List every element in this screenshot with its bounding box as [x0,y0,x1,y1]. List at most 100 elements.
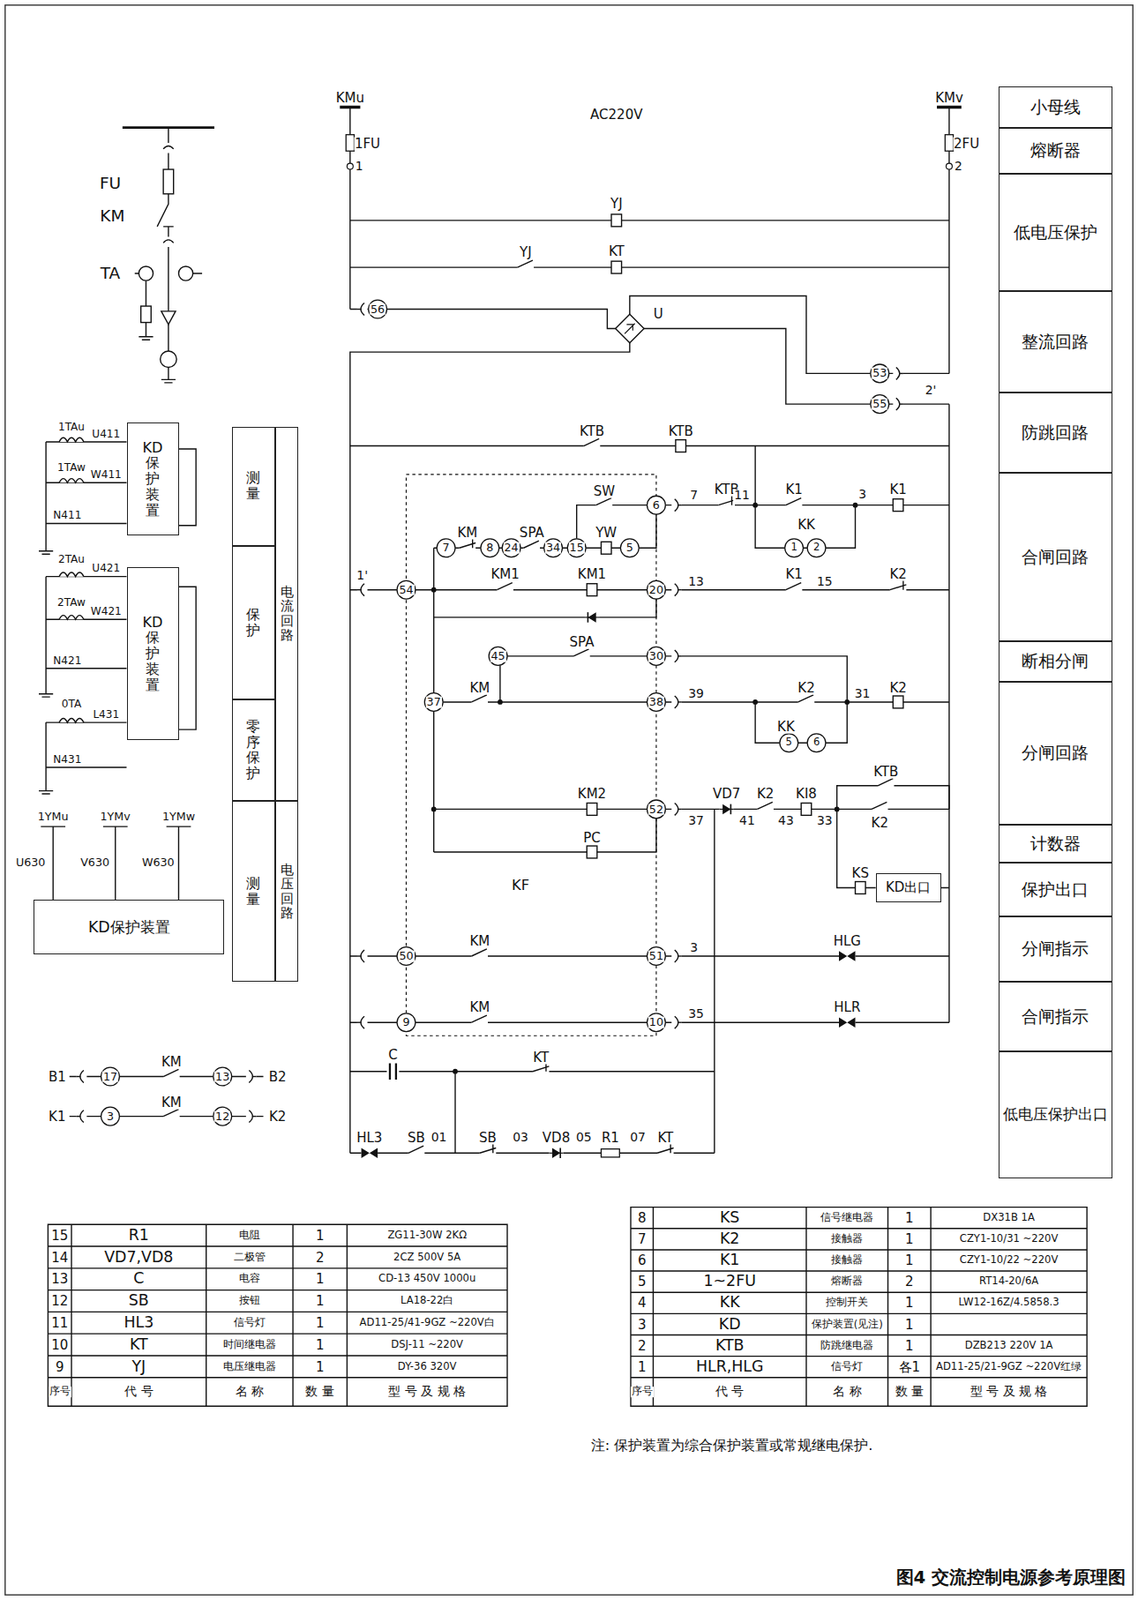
table-cell: HL3 [122,1315,155,1331]
part-label: N411 [52,509,83,521]
part-label: 35 [687,1008,705,1021]
table-cell: 1 [904,1339,915,1353]
table-cell: 熔断器 [830,1276,864,1288]
table-cell: 8 [636,1211,648,1225]
label-box: 分闸指示 [998,916,1114,982]
table-cell: YJ [130,1359,147,1375]
part-label: YJ [518,245,533,259]
part-label: 43 [777,815,795,828]
part-label: KT [607,244,626,258]
part-label: L431 [91,709,120,720]
part-label: KM1 [490,568,521,582]
table-cell: 1 [314,1228,326,1243]
label-box: 防跳回路 [998,392,1114,472]
part-label: K2 [870,816,890,830]
part-label: AC220V [589,107,644,121]
part-label: 3 [688,942,699,955]
part-label: B1 [47,1070,68,1084]
part-label: 2TAu [57,554,86,565]
table-cell: 二极管 [232,1252,267,1264]
table-cell: KTB [714,1338,746,1354]
table-cell: 数 量 [304,1385,335,1399]
label-text: 分闸回路 [1021,743,1089,763]
part-label: 20 [648,583,665,596]
table-cell: 5 [636,1275,648,1289]
part-label: W411 [89,469,123,480]
table-cell: HLR,HLG [695,1359,765,1375]
part-label: VD7 [711,787,742,802]
table-cell: 名 称 [831,1385,862,1399]
table-cell: DX31B 1A [981,1212,1036,1224]
label-text: 计数器 [1030,834,1081,854]
table-cell: KK [718,1295,742,1311]
part-label: KM [98,208,126,225]
table-cell: 接触器 [830,1234,864,1245]
part-label: 53 [871,367,888,380]
part-label: KM [160,1095,183,1109]
part-label: 51 [648,950,665,963]
part-label: 03 [511,1131,530,1145]
table-cell: 13 [50,1272,69,1287]
table-cell: 1 [314,1295,326,1309]
part-label: 10 [648,1017,665,1029]
part-label: 05 [575,1131,593,1145]
table-cell: CZY1-10/22 ~220V [958,1255,1060,1266]
label-box: 保护出口 [998,862,1114,917]
part-label: K1 [784,568,803,582]
part-label: 1TAw [56,462,87,473]
part-label: KTB [872,764,899,779]
label-text: 低电压保护出口 [1003,1106,1109,1124]
table-cell: 1 [314,1338,326,1352]
table-cell: 时间继电器 [222,1340,278,1351]
part-label: KTB [667,425,695,439]
table-cell: 2CZ 500V 5A [392,1252,462,1264]
label-text: KD保护装置 [142,614,164,694]
label-text: 整流回路 [1021,332,1089,352]
part-label: 45 [490,651,507,663]
label-text: 测量 [246,470,261,502]
table-cell: 12 [50,1295,69,1309]
part-label: 50 [397,950,414,963]
part-label: 30 [648,651,665,663]
label-text: KD保护装置 [88,918,171,936]
table-cell: 接触器 [830,1255,864,1266]
table-cell: 控制开关 [824,1298,869,1310]
table-cell: 电容 [238,1274,262,1286]
part-label: K2 [796,681,816,695]
part-label: 52 [648,803,665,816]
part-label: K1 [47,1109,67,1124]
part-label: KF [510,878,531,893]
table-cell: 7 [636,1232,648,1246]
part-label: 8 [485,542,495,555]
table-cell: 1 [904,1317,915,1332]
table-cell: LW12-16Z/4.5858.3 [958,1298,1061,1310]
part-label: V630 [79,856,111,869]
table-cell: 序号 [48,1386,72,1398]
part-label: B2 [268,1070,288,1084]
part-label: 1' [355,569,369,583]
label-text: 熔断器 [1030,141,1081,160]
part-label: N431 [52,754,83,765]
part-label: SB [406,1131,427,1146]
part-label: KS [851,867,870,881]
part-label: 1YMw [161,810,196,823]
part-label: 5 [785,738,794,749]
part-label: KM [468,681,491,695]
table-cell: R1 [127,1227,150,1243]
part-label: 1YMv [99,810,132,823]
part-label: KM [468,1000,491,1014]
table-cell: 2 [904,1275,915,1289]
part-label: PC [582,831,602,845]
table-cell: 1 [314,1316,326,1330]
table-cell: AD11-25/41-9GZ ~220V白 [359,1317,496,1329]
table-cell: 保护装置(见注) [810,1319,884,1331]
table-cell: 1 [904,1254,915,1268]
part-label: 55 [871,398,888,411]
label-text: 防跳回路 [1021,423,1089,442]
part-label: KT [531,1050,550,1064]
part-label: 1 [789,543,798,555]
part-label: KM1 [576,568,607,582]
table-cell: KT [128,1337,150,1353]
part-label: N421 [52,654,83,666]
